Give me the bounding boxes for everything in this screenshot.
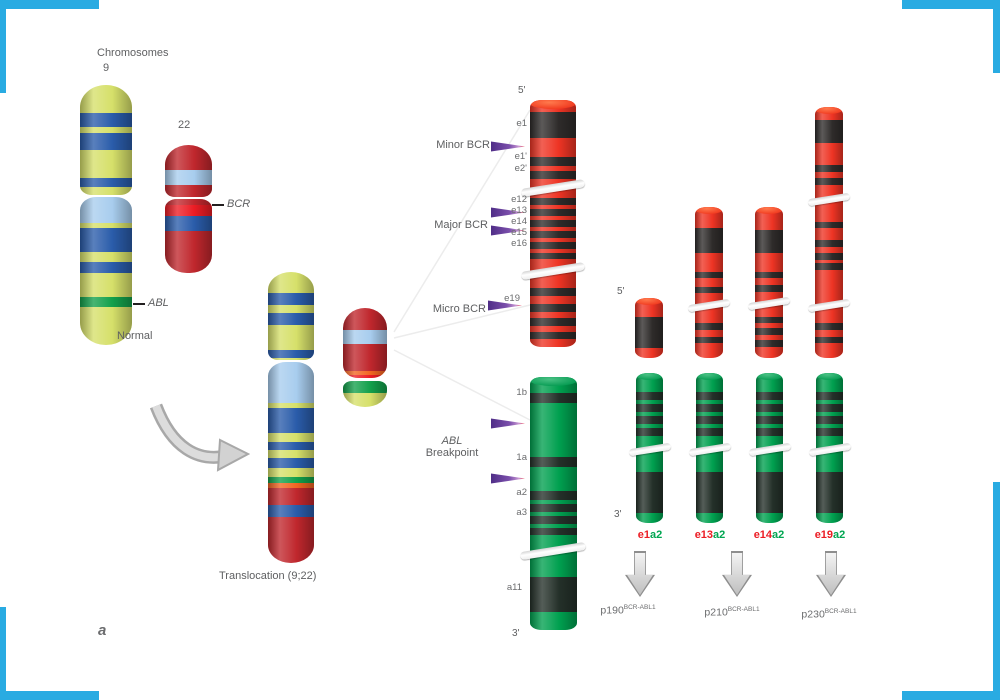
translocation-curved-arrow — [150, 403, 250, 472]
fusion-label-e19a2: e19a2 — [800, 529, 860, 541]
transcript-e19a2-red-cap — [815, 107, 843, 114]
abl-pointer-label: ABL — [148, 297, 169, 309]
bcr-five-prime: 5' — [518, 85, 526, 96]
philadelphia-chromosome-bottom — [343, 381, 387, 407]
philadelphia-chromosome-top — [343, 308, 387, 378]
frame-accent-bottom-right-v — [993, 482, 1000, 700]
transcript-e13a2-red-cap — [695, 207, 723, 214]
transcript-e1a2-green-cap — [636, 373, 663, 380]
protein-p230-base: p230 — [801, 608, 825, 621]
transcript-e19a2-bcr-segment — [815, 107, 843, 358]
bcr-exon-e12: e12 — [511, 194, 527, 205]
protein-p190-base: p190 — [600, 604, 624, 617]
frame-accent-bottom-left-v — [0, 607, 6, 700]
transcript-e1a2-bcr-segment — [635, 298, 663, 358]
abl-exon-a3: a3 — [516, 507, 527, 518]
frame-accent-bottom-left-h — [0, 691, 99, 700]
protein-p210-base: p210 — [704, 606, 728, 619]
fusion-label-e19a2-abl: a2 — [833, 529, 846, 541]
chromosome-22-q-arm — [165, 199, 212, 273]
bcr-exon-e19: e19 — [504, 293, 520, 304]
fusion-label-e1a2-abl: a2 — [650, 529, 663, 541]
abl-breakpoint-arrow-1 — [491, 418, 525, 429]
frame-accent-top-right-h — [902, 0, 1000, 9]
bcr-exon-e1p: e1' — [514, 151, 527, 162]
panel-mark: a — [98, 622, 107, 639]
chromosomes-title: Chromosomes — [97, 47, 169, 59]
abl-exon-1b: 1b — [516, 387, 527, 398]
chromosome-9-p-arm — [80, 85, 132, 195]
chr9-number: 9 — [103, 62, 110, 74]
transcript-e14a2-green-cap — [756, 373, 783, 380]
abl-exon-a2: a2 — [516, 487, 527, 498]
bcr-exon-e13: e13 — [511, 205, 527, 216]
fusion-label-e14a2-bcr: e14 — [753, 529, 773, 541]
fusion-label-e1a2-bcr: e1 — [637, 529, 650, 541]
bcr-exon-e14: e14 — [511, 216, 527, 227]
bcr-exon-e16: e16 — [511, 238, 527, 249]
frame-accent-top-right-v — [993, 0, 1000, 73]
bcr-exon-e1: e1 — [516, 118, 527, 129]
fusion-label-e13a2: e13a2 — [680, 529, 740, 541]
protein-label-p190: p190BCR-ABL1 — [580, 604, 676, 617]
chromosome-9-q-arm — [80, 197, 132, 345]
abl-cylinder-cap — [530, 377, 577, 386]
bcr-pointer-line — [212, 204, 224, 206]
transcript-e1a2-red-cap — [635, 298, 663, 305]
minor-bcr-label: Minor BCR — [436, 139, 490, 151]
normal-caption: Normal — [117, 330, 153, 342]
micro-bcr-label: Micro BCR — [432, 303, 486, 315]
abl-breakpoint-line1: ABL — [441, 435, 463, 447]
protein-arrow-p190 — [625, 551, 655, 597]
abl-exon-a11: a11 — [506, 582, 522, 593]
chromosome-22-p-arm — [165, 145, 212, 197]
fusion-label-e14a2-abl: a2 — [772, 529, 785, 541]
protein-arrow-p210 — [722, 551, 752, 597]
minor-bcr-arrow — [491, 141, 525, 152]
chr22-number: 22 — [178, 119, 191, 131]
frame-accent-bottom-right-h — [902, 691, 1000, 700]
protein-p210-sup: BCR-ABL1 — [727, 606, 760, 613]
transcript-e13a2-green-cap — [696, 373, 723, 380]
fusion-label-e13a2-abl: a2 — [713, 529, 726, 541]
protein-label-p230: p230BCR-ABL1 — [781, 608, 877, 621]
protein-p190-sup: BCR-ABL1 — [623, 604, 656, 611]
major-bcr-label: Major BCR — [434, 219, 488, 231]
derivative-9-bottom — [268, 362, 314, 563]
abl-breakpoint-label: ABL Breakpoint — [412, 435, 492, 459]
frame-accent-top-left-h — [0, 0, 99, 9]
abl-gene-cylinder — [530, 377, 577, 630]
transcript-e13a2-bcr-segment — [695, 207, 723, 358]
bcr-exon-e2p: e2' — [514, 163, 527, 174]
transcript-e19a2-green-cap — [816, 373, 843, 380]
protein-p230-sup: BCR-ABL1 — [824, 608, 857, 615]
transcript-five-prime: 5' — [617, 286, 625, 297]
bcr-pointer-label: BCR — [227, 198, 251, 210]
abl-three-prime: 3' — [512, 628, 520, 639]
fusion-label-e19a2-bcr: e19 — [814, 529, 834, 541]
major-bcr-arrow-1 — [491, 207, 525, 218]
derivative-9-top — [268, 272, 314, 360]
fusion-label-e13a2-bcr: e13 — [694, 529, 714, 541]
bcr-exon-e15: e15 — [511, 227, 527, 238]
fusion-label-e14a2: e14a2 — [739, 529, 799, 541]
protein-label-p210: p210BCR-ABL1 — [684, 606, 780, 619]
protein-arrow-p230 — [816, 551, 846, 597]
micro-bcr-arrow — [488, 300, 522, 311]
transcript-e14a2-bcr-segment — [755, 207, 783, 358]
abl-exon-1a: 1a — [516, 452, 527, 463]
translocation-caption: Translocation (9;22) — [219, 570, 317, 582]
bcr-cylinder-cap — [530, 100, 576, 109]
abl-breakpoint-line2: Breakpoint — [425, 447, 479, 459]
abl-breakpoint-arrow-2 — [491, 473, 525, 484]
abl-pointer-line — [133, 303, 145, 305]
transcript-three-prime: 3' — [614, 509, 622, 520]
fusion-label-e1a2: e1a2 — [620, 529, 680, 541]
frame-accent-top-left-v — [0, 0, 6, 93]
transcript-e14a2-red-cap — [755, 207, 783, 214]
bcr-gene-cylinder — [530, 100, 576, 347]
major-bcr-arrow-2 — [491, 225, 525, 236]
